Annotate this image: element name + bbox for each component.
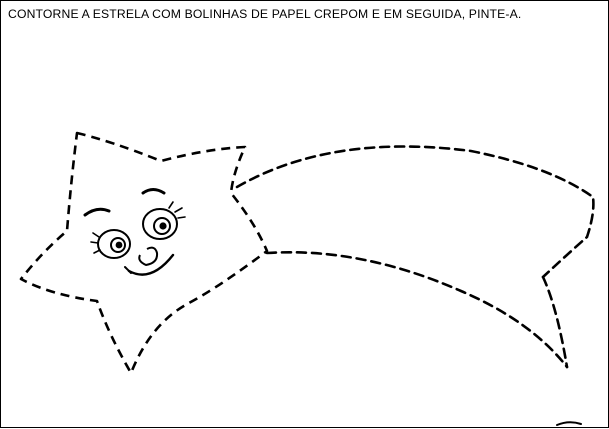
tail-upper-outline — [235, 145, 595, 279]
corner-mark — [556, 421, 582, 426]
star-outline — [19, 131, 269, 375]
smiling-face-icon — [83, 188, 186, 276]
instruction-text: CONTORNE A ESTRELA COM BOLINHAS DE PAPEL… — [8, 7, 522, 21]
tail-tip-outline — [541, 275, 569, 369]
tail-lower-outline — [265, 250, 569, 369]
